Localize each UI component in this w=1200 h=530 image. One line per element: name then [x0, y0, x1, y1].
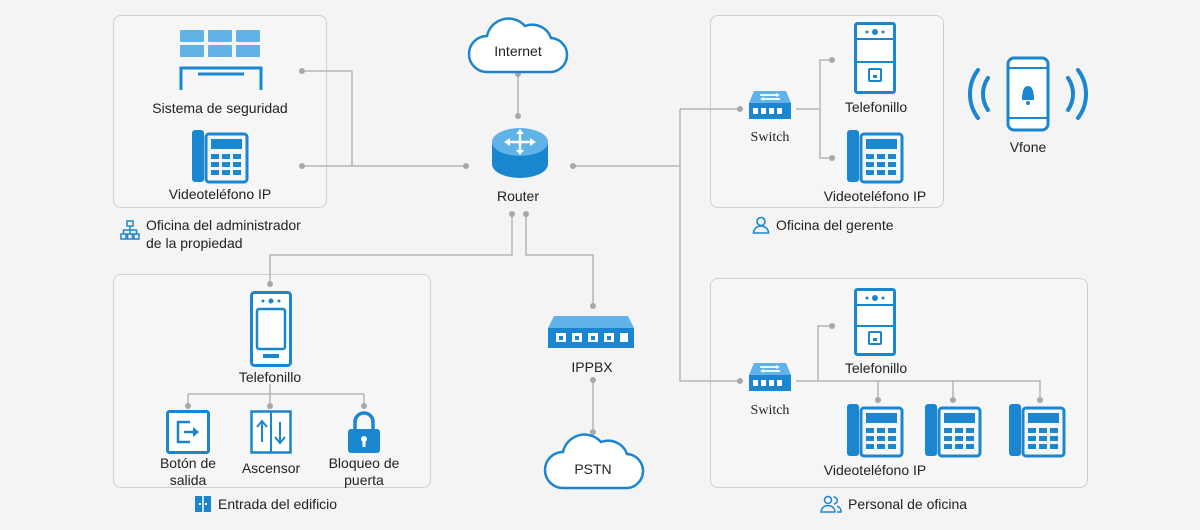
exit-button-label-2: salida: [169, 472, 207, 488]
elevator-icon[interactable]: [250, 410, 292, 454]
exit-button-label-1: Botón de: [159, 455, 217, 471]
lock-icon[interactable]: [346, 410, 382, 454]
mobile-phone-icon[interactable]: [966, 56, 1090, 132]
ip-videophone-staff-2-icon[interactable]: [924, 402, 982, 460]
router-label: Router: [496, 188, 540, 204]
telefonillo-entrance-label: Telefonillo: [238, 369, 302, 385]
ip-videophone-staff-1-icon[interactable]: [846, 402, 904, 460]
manager-office-label: Oficina del gerente: [776, 217, 894, 233]
ip-videophone-staff-label: Videoteléfono IP: [823, 462, 927, 478]
ip-videophone-manager-label: Videoteléfono IP: [823, 188, 927, 204]
switch-staff-label: Switch: [750, 403, 790, 418]
person-icon: [752, 216, 770, 234]
org-chart-icon: [120, 220, 140, 240]
staff-label: Personal de oficina: [848, 496, 968, 512]
internet-cloud-icon[interactable]: [465, 16, 569, 76]
internet-label: Internet: [494, 43, 542, 59]
ip-videophone-label: Videoteléfono IP: [168, 186, 272, 202]
admin-office-label-1: Oficina del administrador: [146, 217, 301, 233]
switch-icon[interactable]: [748, 90, 792, 120]
ippbx-icon[interactable]: [546, 314, 636, 350]
door-lock-label-2: puerta: [344, 472, 384, 488]
ip-videophone-staff-3-icon[interactable]: [1008, 402, 1066, 460]
switch-label: Switch: [750, 130, 790, 145]
telefonillo-staff-label: Telefonillo: [844, 360, 908, 376]
exit-button-icon[interactable]: [166, 410, 210, 454]
security-system-label: Sistema de seguridad: [152, 100, 288, 116]
entrance-group-label: Entrada del edificio: [194, 495, 337, 513]
exit-button-label: Botón de salida: [138, 455, 238, 489]
security-system-icon[interactable]: [178, 28, 268, 94]
admin-office-group-label: Oficina del administrador de la propieda…: [120, 216, 301, 252]
staff-group-label: Personal de oficina: [820, 495, 967, 513]
entrance-intercom-icon[interactable]: [250, 291, 292, 367]
entrance-label: Entrada del edificio: [218, 496, 338, 512]
ip-videophone-icon[interactable]: [191, 128, 249, 186]
manager-office-group-label: Oficina del gerente: [752, 216, 894, 234]
door-intercom-staff-icon[interactable]: [854, 288, 896, 356]
ip-videophone-manager-icon[interactable]: [846, 128, 904, 186]
vfone-label: Vfone: [1009, 139, 1047, 155]
pstn-cloud-icon[interactable]: [541, 432, 645, 492]
switch-staff-icon[interactable]: [748, 362, 792, 392]
door-lock-label-1: Bloqueo de: [328, 455, 400, 471]
telefonillo-manager-label: Telefonillo: [844, 99, 908, 115]
door-intercom-icon[interactable]: [854, 22, 896, 94]
pstn-label: PSTN: [574, 461, 612, 477]
ippbx-label: IPPBX: [571, 359, 613, 375]
door-lock-label: Bloqueo de puerta: [314, 455, 414, 489]
admin-office-label-2: de la propiedad: [146, 235, 243, 251]
router-icon[interactable]: [490, 126, 550, 182]
door-icon: [195, 496, 211, 512]
elevator-label: Ascensor: [241, 460, 301, 476]
people-icon: [820, 495, 842, 513]
